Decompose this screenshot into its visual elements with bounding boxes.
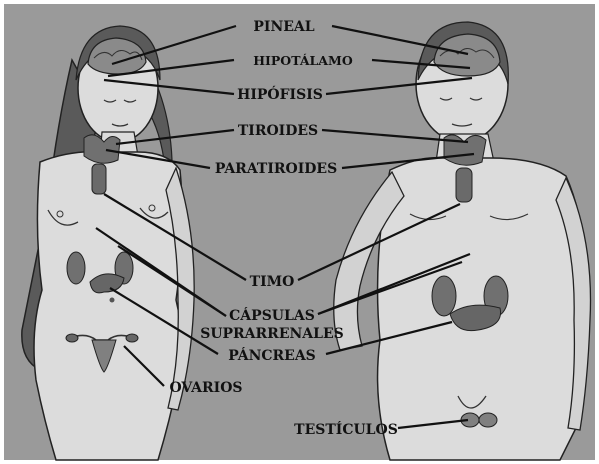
female-kidney-left bbox=[67, 252, 85, 284]
female-torso bbox=[34, 152, 182, 460]
label-paratiroides: PARATIROIDES bbox=[215, 161, 337, 177]
male-testicle-right bbox=[479, 413, 497, 427]
male-thymus bbox=[456, 168, 472, 202]
female-navel bbox=[110, 298, 115, 303]
label-capsulas-line2: SUPRARRENALES bbox=[200, 326, 344, 342]
label-hipotalamo: HIPOTÁLAMO bbox=[253, 53, 353, 68]
label-pancreas: PÁNCREAS bbox=[228, 346, 316, 364]
label-ovarios: OVARIOS bbox=[169, 380, 242, 396]
label-capsulas-line1: CÁPSULAS bbox=[229, 306, 315, 324]
female-thymus bbox=[92, 164, 106, 194]
label-testiculos: TESTÍCULOS bbox=[294, 420, 398, 438]
label-pineal: PINEAL bbox=[253, 19, 314, 35]
male-kidney-left bbox=[432, 276, 456, 316]
female-ovary-left bbox=[66, 334, 78, 342]
label-hipofisis: HIPÓFISIS bbox=[237, 85, 323, 103]
female-ovary-right bbox=[126, 334, 138, 342]
label-timo: TIMO bbox=[250, 274, 295, 290]
label-tiroides: TIROIDES bbox=[238, 123, 318, 139]
